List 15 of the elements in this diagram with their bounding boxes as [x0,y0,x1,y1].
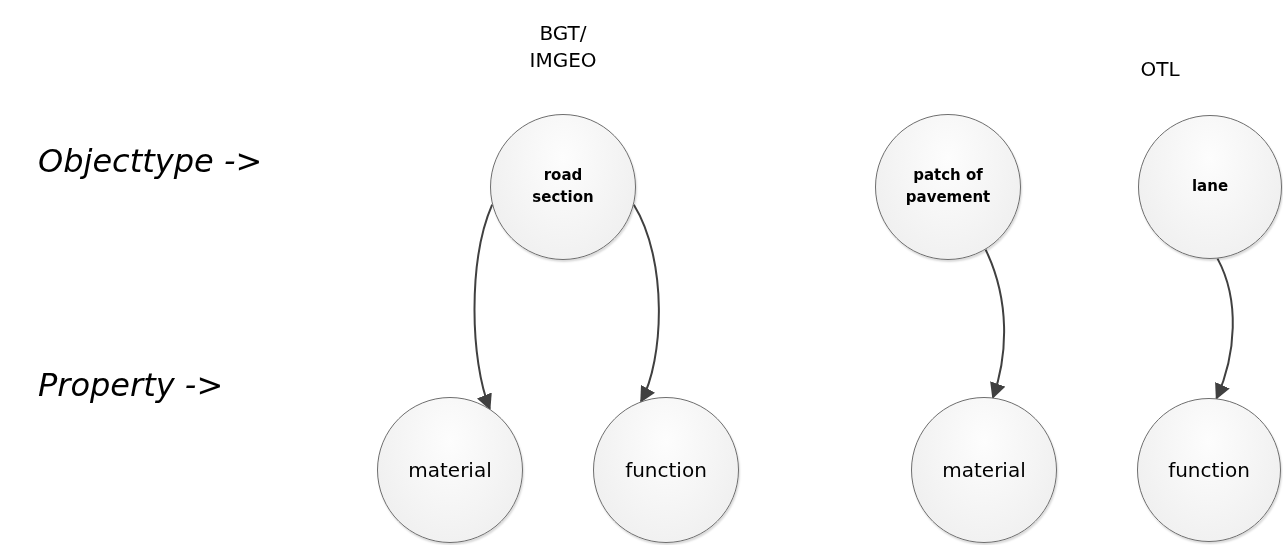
node-label: material [408,458,492,482]
column-heading: BGT/ IMGEO [528,20,598,74]
column-heading: OTL [1139,56,1181,83]
node-label: material [942,458,1026,482]
node-label: lane [1191,176,1229,198]
node-label: function [1168,458,1250,482]
arrow [473,203,494,411]
node-label: function [625,458,707,482]
row-label: Property -> [38,365,225,406]
arrow [632,203,660,403]
arrow [984,248,1006,400]
node-label: road section [531,165,595,208]
arrow [1214,257,1234,400]
node-label: patch of pavement [904,165,992,208]
row-label: Objecttype -> [38,141,264,182]
